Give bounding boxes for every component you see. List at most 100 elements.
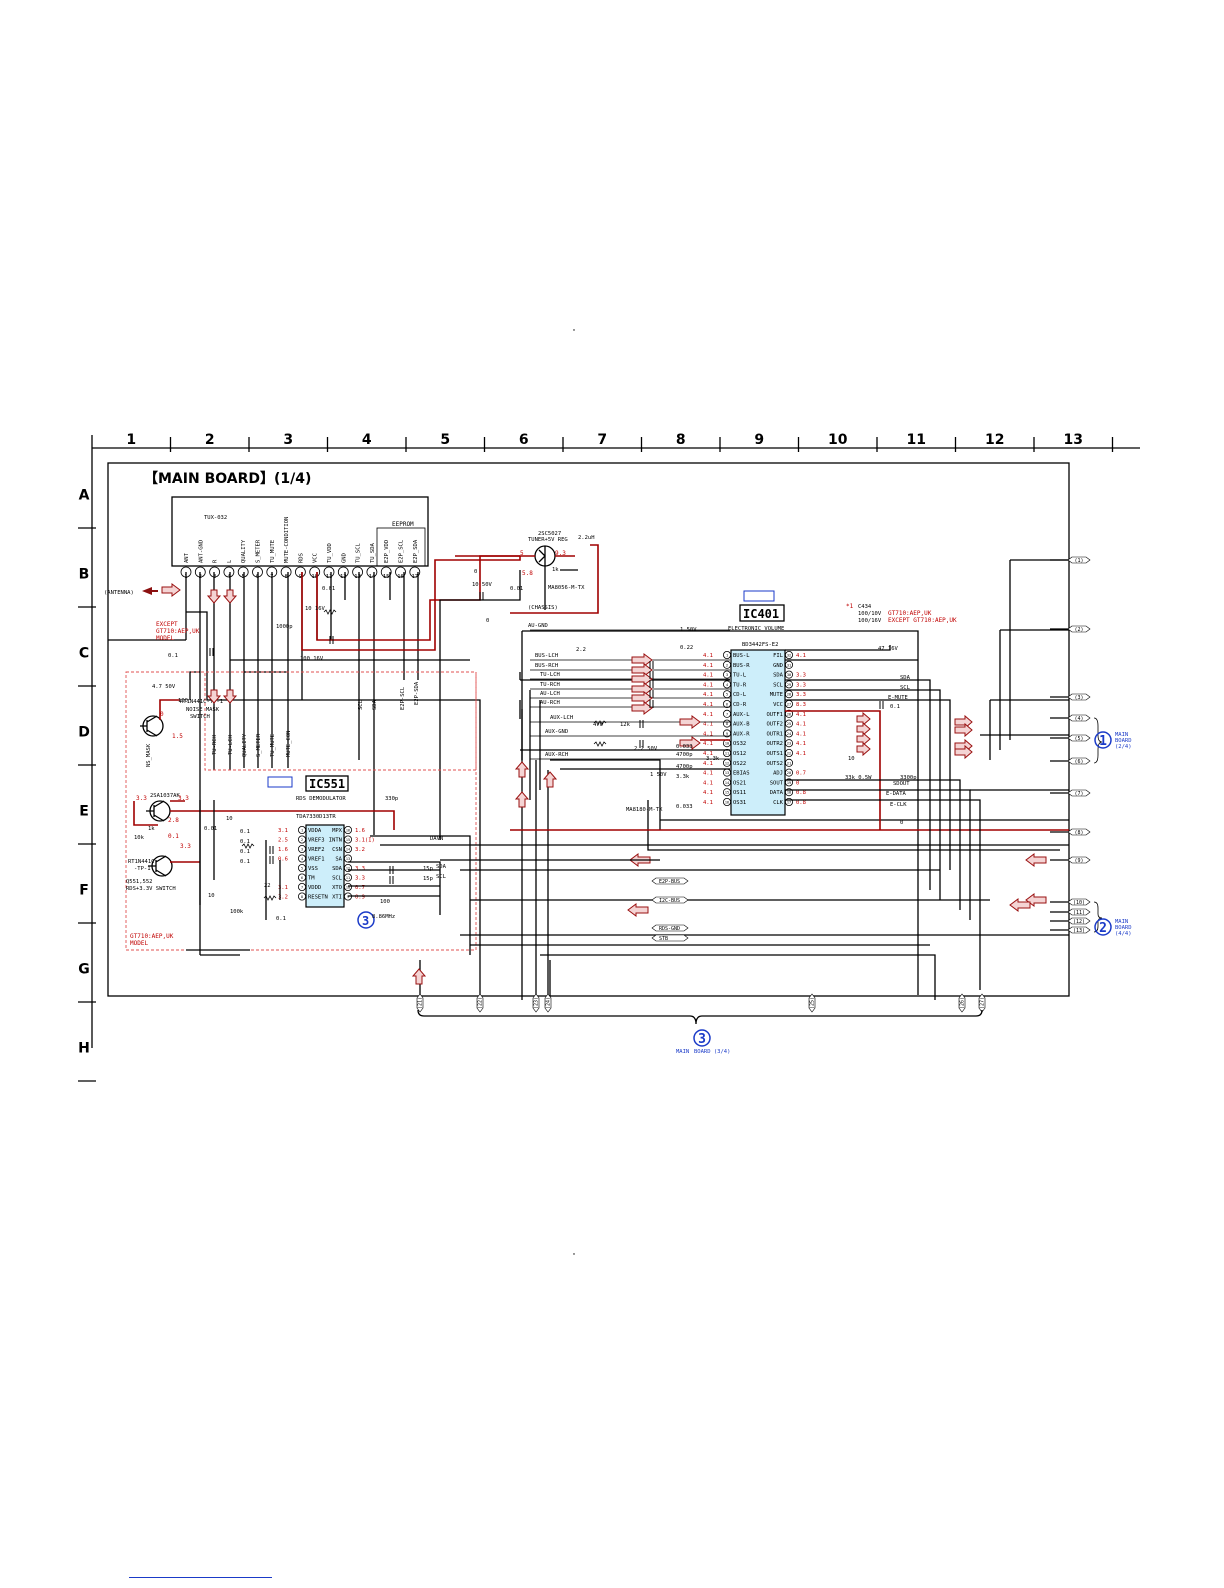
ic-pin-voltage: 0.7 — [355, 885, 365, 891]
ic-pin — [785, 660, 794, 669]
svg-text:0: 0 — [160, 711, 164, 718]
ic-pin-voltage: 1.6 — [278, 847, 288, 853]
ic551-body — [305, 824, 345, 908]
right-nets — [440, 559, 1069, 1000]
component-value: 0.1 — [240, 839, 250, 845]
tuner-pin-number: 17 — [411, 574, 418, 580]
svg-text:NOISE MASK: NOISE MASK — [186, 707, 220, 713]
svg-text:RT1N441C-TP-1: RT1N441C-TP-1 — [180, 699, 223, 705]
bus-left-arrow-icon — [1025, 853, 1047, 867]
grid-row-label: A — [79, 488, 90, 504]
connector-number: (27) — [980, 997, 986, 1009]
component-value: 100 16V — [300, 656, 324, 662]
ic-pin-label: CSN — [332, 847, 342, 853]
ic-pin-label: FIL — [773, 653, 784, 659]
component-value: 0 — [474, 569, 477, 575]
connector-number: (21) — [418, 997, 424, 1009]
tuner-pin-label: R — [213, 559, 219, 563]
ic-pin-label: VDDA — [308, 828, 322, 834]
grid-row-label: B — [79, 567, 90, 583]
audio-right-arrow-icon — [631, 701, 653, 715]
regulator-diode: MA8056-M-TX — [548, 585, 585, 591]
ic-pin-label: VREF3 — [308, 838, 325, 844]
ic-pin-number: 12 — [346, 867, 350, 871]
tuner-pin — [237, 566, 249, 578]
regulator-desc: TUNER+5V REG — [528, 537, 568, 543]
ic-pin-number: 27 — [787, 703, 791, 707]
noise-mask-transistor: RT1N441C-TP-1 NOISE MASK SWITCH NS_MASK … — [140, 699, 223, 767]
ic-pin-number: 14 — [725, 781, 729, 785]
bus-tag — [651, 877, 689, 885]
ic-pin-voltage: 4.1 — [703, 722, 713, 728]
svg-text:0.1: 0.1 — [168, 833, 179, 840]
component-value: 10 — [208, 893, 215, 899]
ic-pin-label: SDA — [773, 673, 784, 679]
ic-pin — [297, 883, 306, 892]
ic401-title: ELECTRONIC VOLUME — [728, 626, 784, 632]
component-value: 0.1 — [890, 704, 900, 710]
board-title: 【MAIN BOARD】(1/4) — [144, 471, 311, 487]
grid-col-label: 1 — [126, 432, 136, 448]
ic-pin-label: MUTE — [770, 692, 783, 698]
ic-pin-label: OUTF2 — [766, 722, 783, 728]
bus-left-arrow-icon — [1009, 898, 1031, 912]
ic-pin-number: 11 — [346, 876, 350, 880]
ic-pin-voltage: 3.3 — [796, 673, 806, 679]
connector-number: (5) — [1074, 736, 1083, 742]
capacitor-symbol — [879, 701, 884, 709]
ic551-ref: IC551 — [309, 777, 345, 791]
connector-brace — [1093, 901, 1103, 933]
tuner-side-net: E2P-SDA — [414, 681, 420, 705]
footer-link-underline[interactable] — [129, 1577, 272, 1578]
tuner-pin-number: 16 — [397, 574, 404, 580]
svg-text:SWITCH: SWITCH — [190, 714, 210, 720]
component-value: 100 — [380, 899, 390, 905]
ic-pin-number: 4 — [726, 683, 728, 687]
ic401-ref: IC401 — [743, 607, 779, 621]
svg-text:GT710:AEP,UK: GT710:AEP,UK — [130, 933, 174, 940]
ic-pin — [785, 758, 794, 767]
capacitor-symbol — [649, 700, 654, 708]
component-value: 0.033 — [676, 804, 693, 810]
board-ref-label: (2/4) — [1115, 744, 1132, 750]
ic-pin-voltage: 4.1 — [703, 673, 713, 679]
regulator-v3: 5.8 — [522, 570, 533, 577]
board-ref-number: 3 — [698, 1032, 706, 1047]
component-value: 0 — [900, 820, 903, 826]
bottom-brace — [417, 1009, 983, 1025]
component-value: 4.7 50V — [152, 684, 176, 690]
ic-pin-label: VSS — [308, 866, 318, 872]
grid-row-label: G — [78, 962, 90, 978]
ic-pin-number: 19 — [787, 781, 791, 785]
svg-text:3.3: 3.3 — [136, 795, 147, 802]
component-value: 0.01 — [510, 586, 523, 592]
capacitor-symbol — [639, 720, 644, 728]
connector-tag — [1067, 898, 1091, 906]
capacitor-symbol — [329, 636, 334, 644]
regulator-chassis: (CHASSIS) — [528, 605, 558, 611]
ic-pin-number: 13 — [346, 857, 350, 861]
ic-pin-label: VCC — [773, 702, 783, 708]
component-value: 0.1 — [240, 849, 250, 855]
tuner-side-net: TU_MUTE — [270, 734, 276, 757]
ic-pin-number: 8 — [301, 895, 303, 899]
component-value: 3.3k — [706, 756, 720, 762]
eeprom-box — [376, 527, 426, 567]
right-net-label: SDOUT — [893, 781, 910, 787]
ic-pin-label: TU-L — [733, 673, 747, 679]
right-net-label: E-MUTE — [888, 695, 908, 701]
ic401-part: BD3442FS-E2 — [742, 642, 778, 648]
tuner-pin-label: ANT — [184, 552, 190, 563]
component-value: 33k 0.5W — [845, 775, 872, 781]
component-value: 22 — [264, 883, 271, 889]
svg-text:GT710:AEP,UK: GT710:AEP,UK — [888, 610, 932, 617]
ic-pin-label: AUX-R — [733, 731, 750, 737]
component-value: 1k — [148, 826, 155, 832]
connector-tag — [416, 993, 424, 1013]
board-ref-label: BOARD — [1115, 925, 1132, 931]
board-ref-number: 1 — [1099, 734, 1107, 749]
ic-pin-number: 7 — [726, 712, 728, 716]
connector-number: (2) — [1074, 627, 1083, 633]
capacitor-symbol — [389, 876, 394, 884]
